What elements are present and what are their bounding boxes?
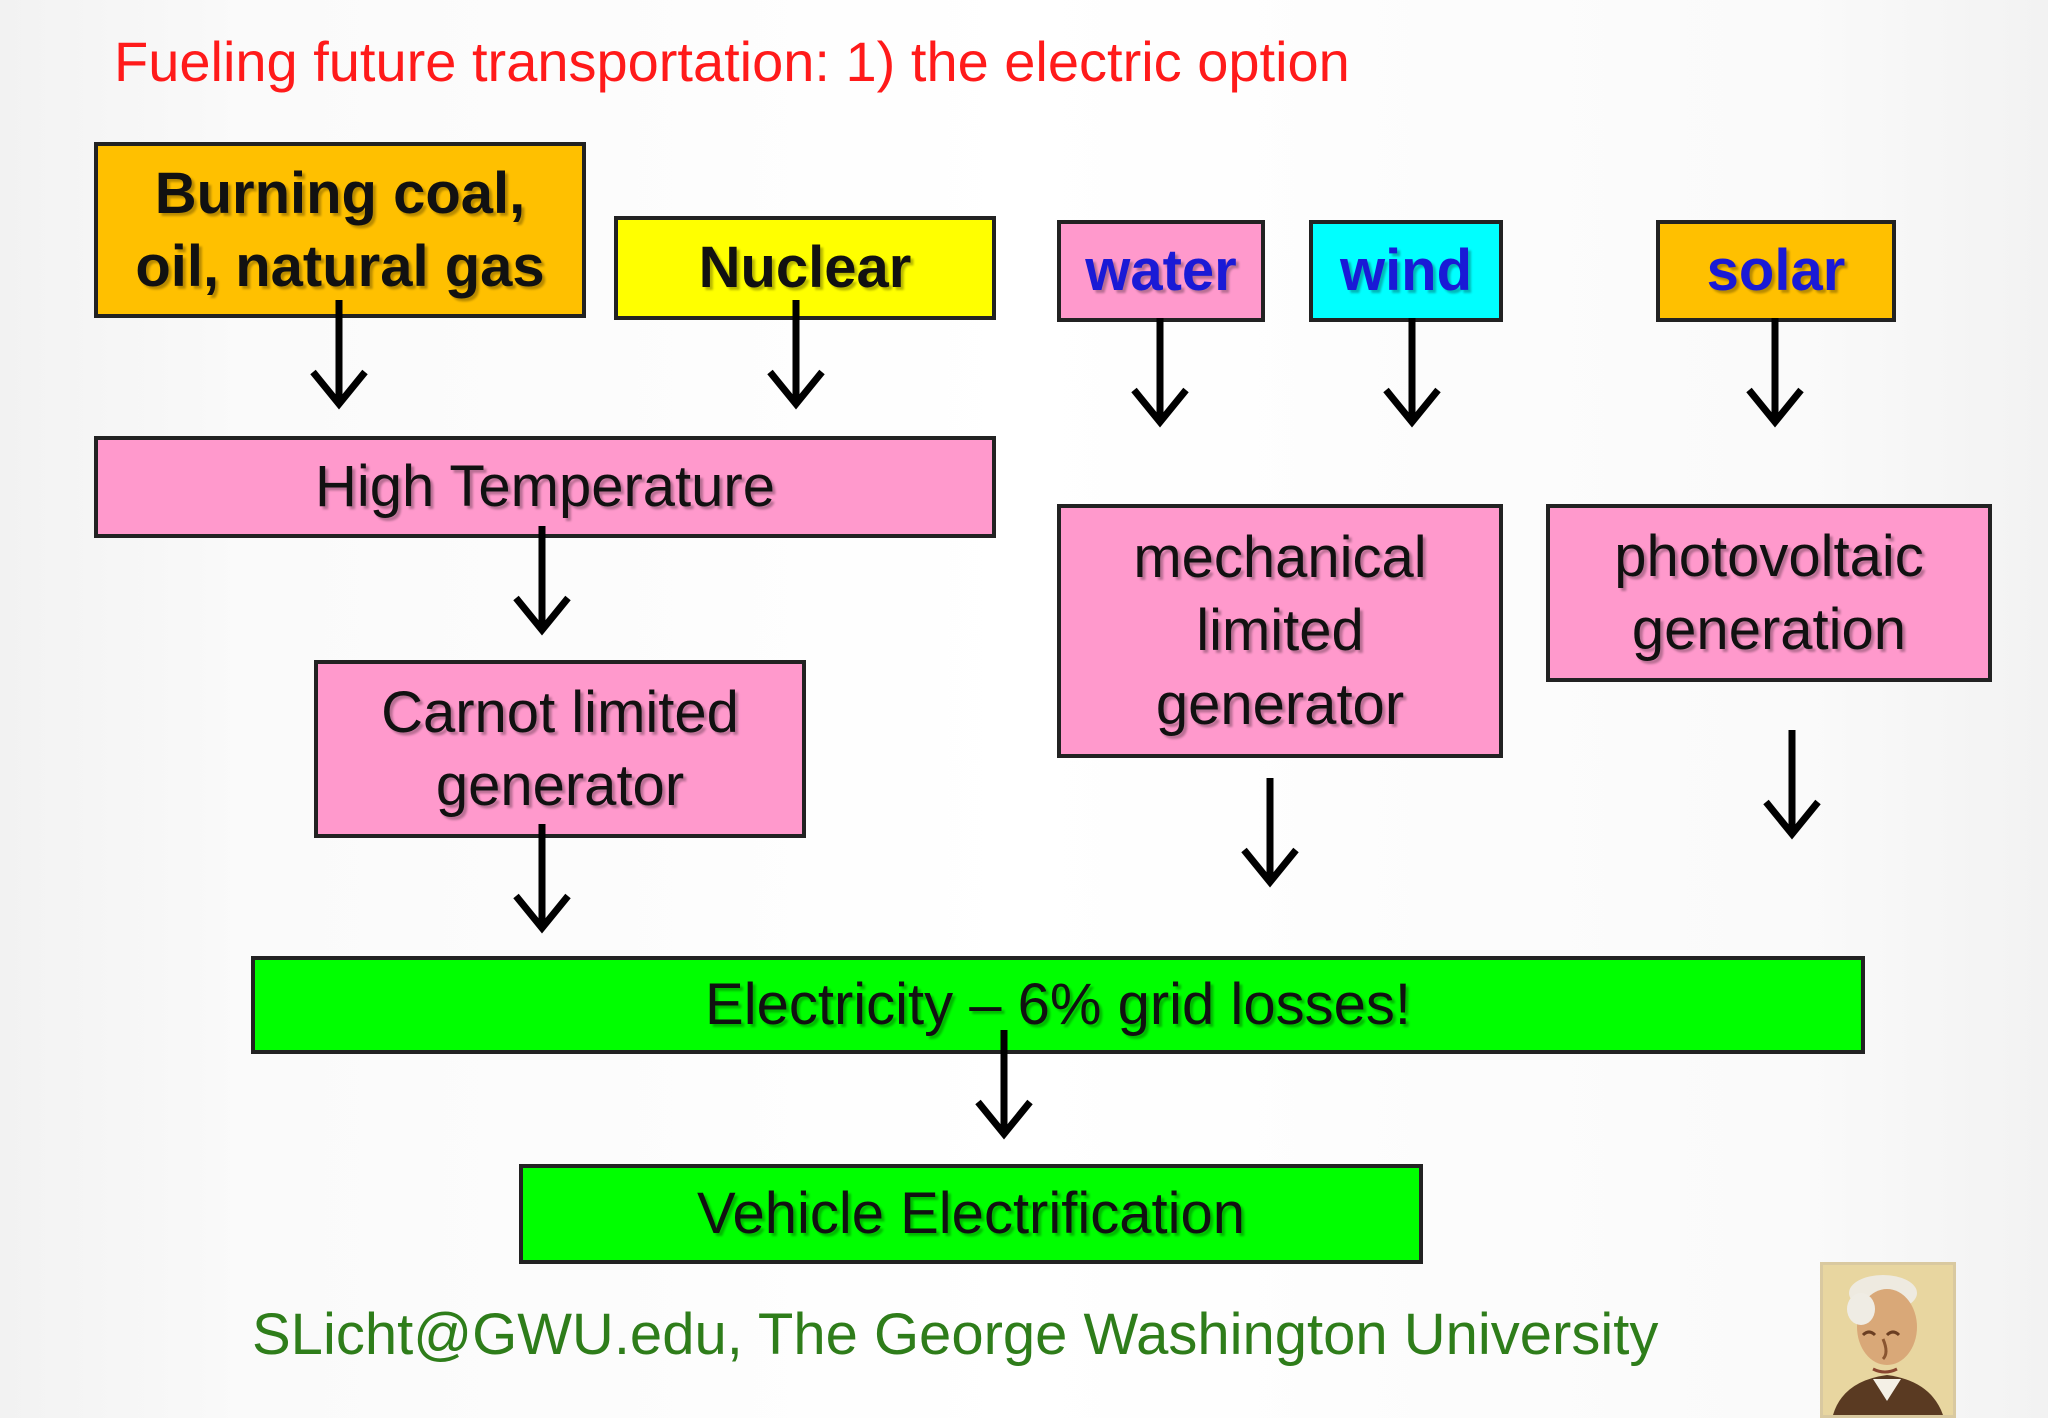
arrow-wind-down: [1383, 318, 1441, 428]
water-box: water: [1057, 220, 1265, 322]
footer-credit: SLicht@GWU.edu, The George Washington Un…: [252, 1302, 1659, 1367]
high-temperature-box: High Temperature: [94, 436, 996, 538]
arrow-water-down: [1131, 318, 1189, 428]
arrow-nuclear-to-high-temp: [767, 300, 825, 410]
portrait-image: [1820, 1262, 1956, 1418]
arrow-photovoltaic-to-electricity: [1763, 730, 1821, 840]
arrow-electricity-to-vehicle: [975, 1030, 1033, 1140]
solar-box: solar: [1656, 220, 1896, 322]
carnot-generator-box: Carnot limited generator: [314, 660, 806, 838]
electricity-box: Electricity – 6% grid losses!: [251, 956, 1865, 1054]
arrow-mechanical-to-electricity: [1241, 778, 1299, 888]
arrow-fossil-to-high-temp: [310, 300, 368, 410]
vehicle-electrification-box: Vehicle Electrification: [519, 1164, 1423, 1264]
fossil-fuel-box: Burning coal, oil, natural gas: [94, 142, 586, 318]
arrow-carnot-to-electricity: [513, 824, 571, 934]
wind-box: wind: [1309, 220, 1503, 322]
arrow-high-temp-to-carnot: [513, 526, 571, 636]
arrow-solar-down: [1746, 318, 1804, 428]
photovoltaic-generation-box: photovoltaic generation: [1546, 504, 1992, 682]
slide-title: Fueling future transportation: 1) the el…: [114, 30, 1350, 93]
nuclear-box: Nuclear: [614, 216, 996, 320]
mechanical-generator-box: mechanical limited generator: [1057, 504, 1503, 758]
